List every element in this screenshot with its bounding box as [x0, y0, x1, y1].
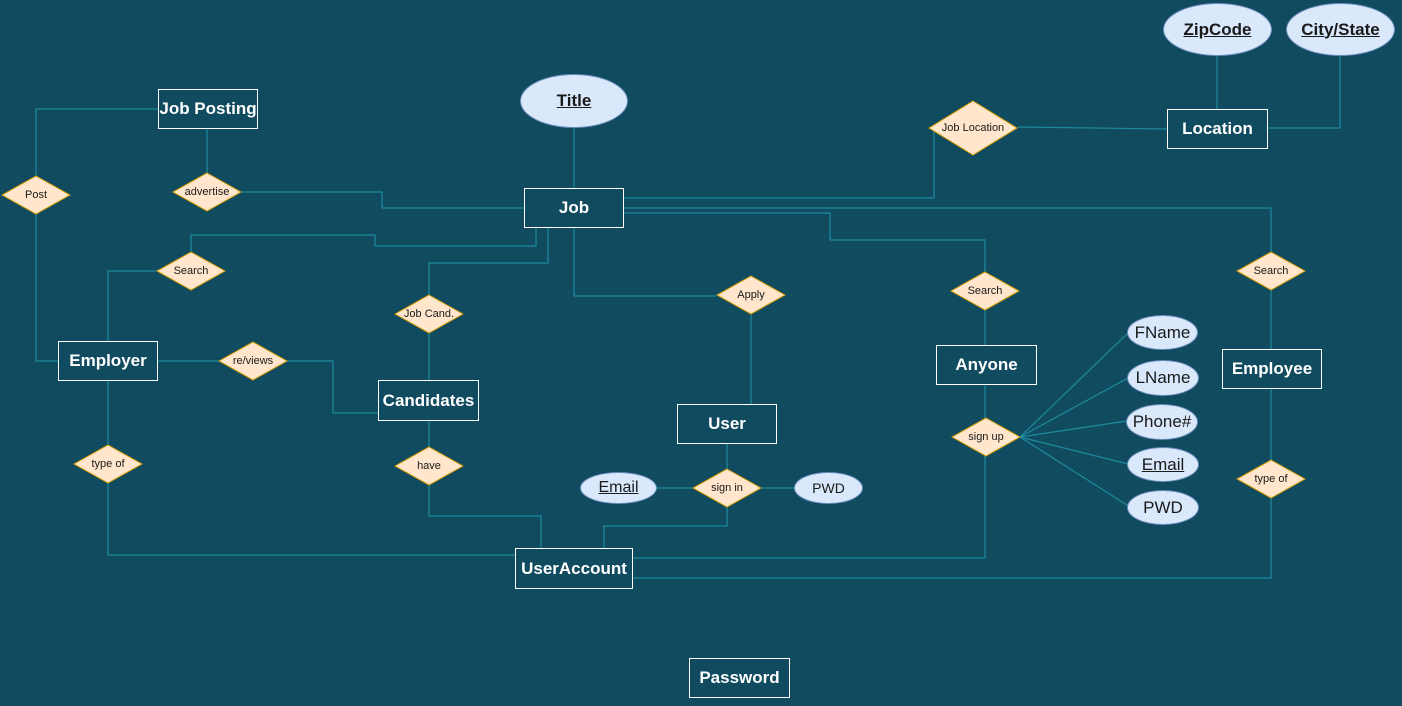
relationship-label: have — [417, 460, 441, 472]
entity-anyone[interactable]: Anyone — [936, 345, 1037, 385]
relationship-post[interactable]: Post — [1, 175, 71, 215]
relationship-search-employer[interactable]: Search — [156, 251, 226, 291]
diamond-shape — [394, 446, 464, 486]
diamond-shape — [394, 294, 464, 334]
diamond-shape — [1236, 459, 1306, 499]
diamond-shape — [1236, 251, 1306, 291]
connector-job-search-employer — [190, 228, 537, 253]
connector-typeof-employee-useraccount — [632, 497, 1272, 579]
attribute-pwd-signin[interactable]: PWD — [794, 472, 863, 504]
diamond-shape — [716, 275, 786, 315]
diamond-shape — [928, 100, 1018, 156]
connector-signin-useraccount — [603, 506, 728, 548]
relationship-label: Post — [24, 189, 47, 201]
diamond-shape — [218, 341, 288, 381]
connector-reviews-candidates — [287, 360, 379, 414]
attribute-fname[interactable]: FName — [1127, 315, 1198, 350]
diamond-shape — [156, 251, 226, 291]
relationship-label: advertise — [184, 186, 230, 198]
connector-advertise-job — [241, 191, 524, 209]
entity-candidates[interactable]: Candidates — [378, 380, 479, 421]
relationship-label: Search — [173, 265, 209, 277]
diamond-shape — [951, 417, 1021, 457]
entity-location[interactable]: Location — [1167, 109, 1268, 149]
relationship-sign-in[interactable]: sign in — [692, 468, 762, 508]
attribute-zipcode[interactable]: ZipCode — [1163, 3, 1272, 56]
entity-employee[interactable]: Employee — [1222, 349, 1322, 389]
attribute-city-state[interactable]: City/State — [1286, 3, 1395, 56]
relationship-label: Search — [967, 285, 1003, 297]
diamond-shape — [692, 468, 762, 508]
connector-job-search-employee — [624, 207, 1272, 253]
connector-joblocation-location — [1017, 126, 1169, 130]
connector-signup-pwd — [1019, 436, 1131, 508]
entity-employer[interactable]: Employer — [58, 341, 158, 381]
diamond-shape — [950, 271, 1020, 311]
relationship-type-of-employer[interactable]: type of — [73, 444, 143, 484]
relationship-job-location[interactable]: Job Location — [928, 100, 1018, 156]
relationship-reviews[interactable]: re/views — [218, 341, 288, 381]
relationship-label: sign in — [711, 482, 743, 494]
connector-signup-email — [1019, 436, 1129, 465]
attribute-lname[interactable]: LName — [1127, 360, 1199, 396]
entity-user[interactable]: User — [677, 404, 777, 444]
connector-location-citystate — [1267, 55, 1341, 129]
relationship-label: sign up — [968, 431, 1004, 443]
relationship-label: Search — [1253, 265, 1289, 277]
relationship-sign-up[interactable]: sign up — [951, 417, 1021, 457]
diamond-shape — [172, 172, 242, 212]
relationship-label: type of — [1254, 473, 1288, 485]
connector-post-employer — [35, 213, 58, 362]
relationship-apply[interactable]: Apply — [716, 275, 786, 315]
attribute-title[interactable]: Title — [520, 74, 628, 128]
connector-typeof-useraccount — [107, 482, 516, 556]
relationship-search-employee[interactable]: Search — [1236, 251, 1306, 291]
entity-password[interactable]: Password — [689, 658, 790, 698]
attribute-email-signin[interactable]: Email — [580, 472, 657, 504]
relationship-search-anyone[interactable]: Search — [950, 271, 1020, 311]
relationship-label: type of — [91, 458, 125, 470]
relationship-label: Job Cand. — [403, 308, 455, 320]
connector-have-useraccount — [428, 484, 542, 548]
attribute-pwd-signup[interactable]: PWD — [1127, 490, 1199, 525]
diamond-shape — [1, 175, 71, 215]
connector-job-apply — [573, 228, 716, 297]
connector-signup-phone — [1019, 420, 1128, 438]
connector-job-search-anyone — [624, 212, 986, 272]
relationship-job-candidates[interactable]: Job Cand. — [394, 294, 464, 334]
connector-signup-fname — [1019, 331, 1130, 438]
diamond-shape — [73, 444, 143, 484]
connector-jobposting-post — [35, 108, 158, 177]
entity-job[interactable]: Job — [524, 188, 624, 228]
connector-signup-lname — [1019, 377, 1129, 438]
connector-job-joblocation — [624, 130, 935, 199]
relationship-label: re/views — [232, 355, 274, 367]
entity-job-posting[interactable]: Job Posting — [158, 89, 258, 129]
relationship-have[interactable]: have — [394, 446, 464, 486]
connector-job-jobcand — [428, 228, 549, 296]
relationship-label: Job Location — [941, 122, 1005, 134]
connector-signup-useraccount — [632, 455, 986, 559]
attribute-phone[interactable]: Phone# — [1126, 404, 1198, 440]
entity-user-account[interactable]: UserAccount — [515, 548, 633, 589]
relationship-type-of-employee[interactable]: type of — [1236, 459, 1306, 499]
attribute-email-signup[interactable]: Email — [1127, 447, 1199, 482]
relationship-advertise[interactable]: advertise — [172, 172, 242, 212]
relationship-label: Apply — [737, 289, 765, 301]
connector-search-employer — [107, 270, 157, 342]
